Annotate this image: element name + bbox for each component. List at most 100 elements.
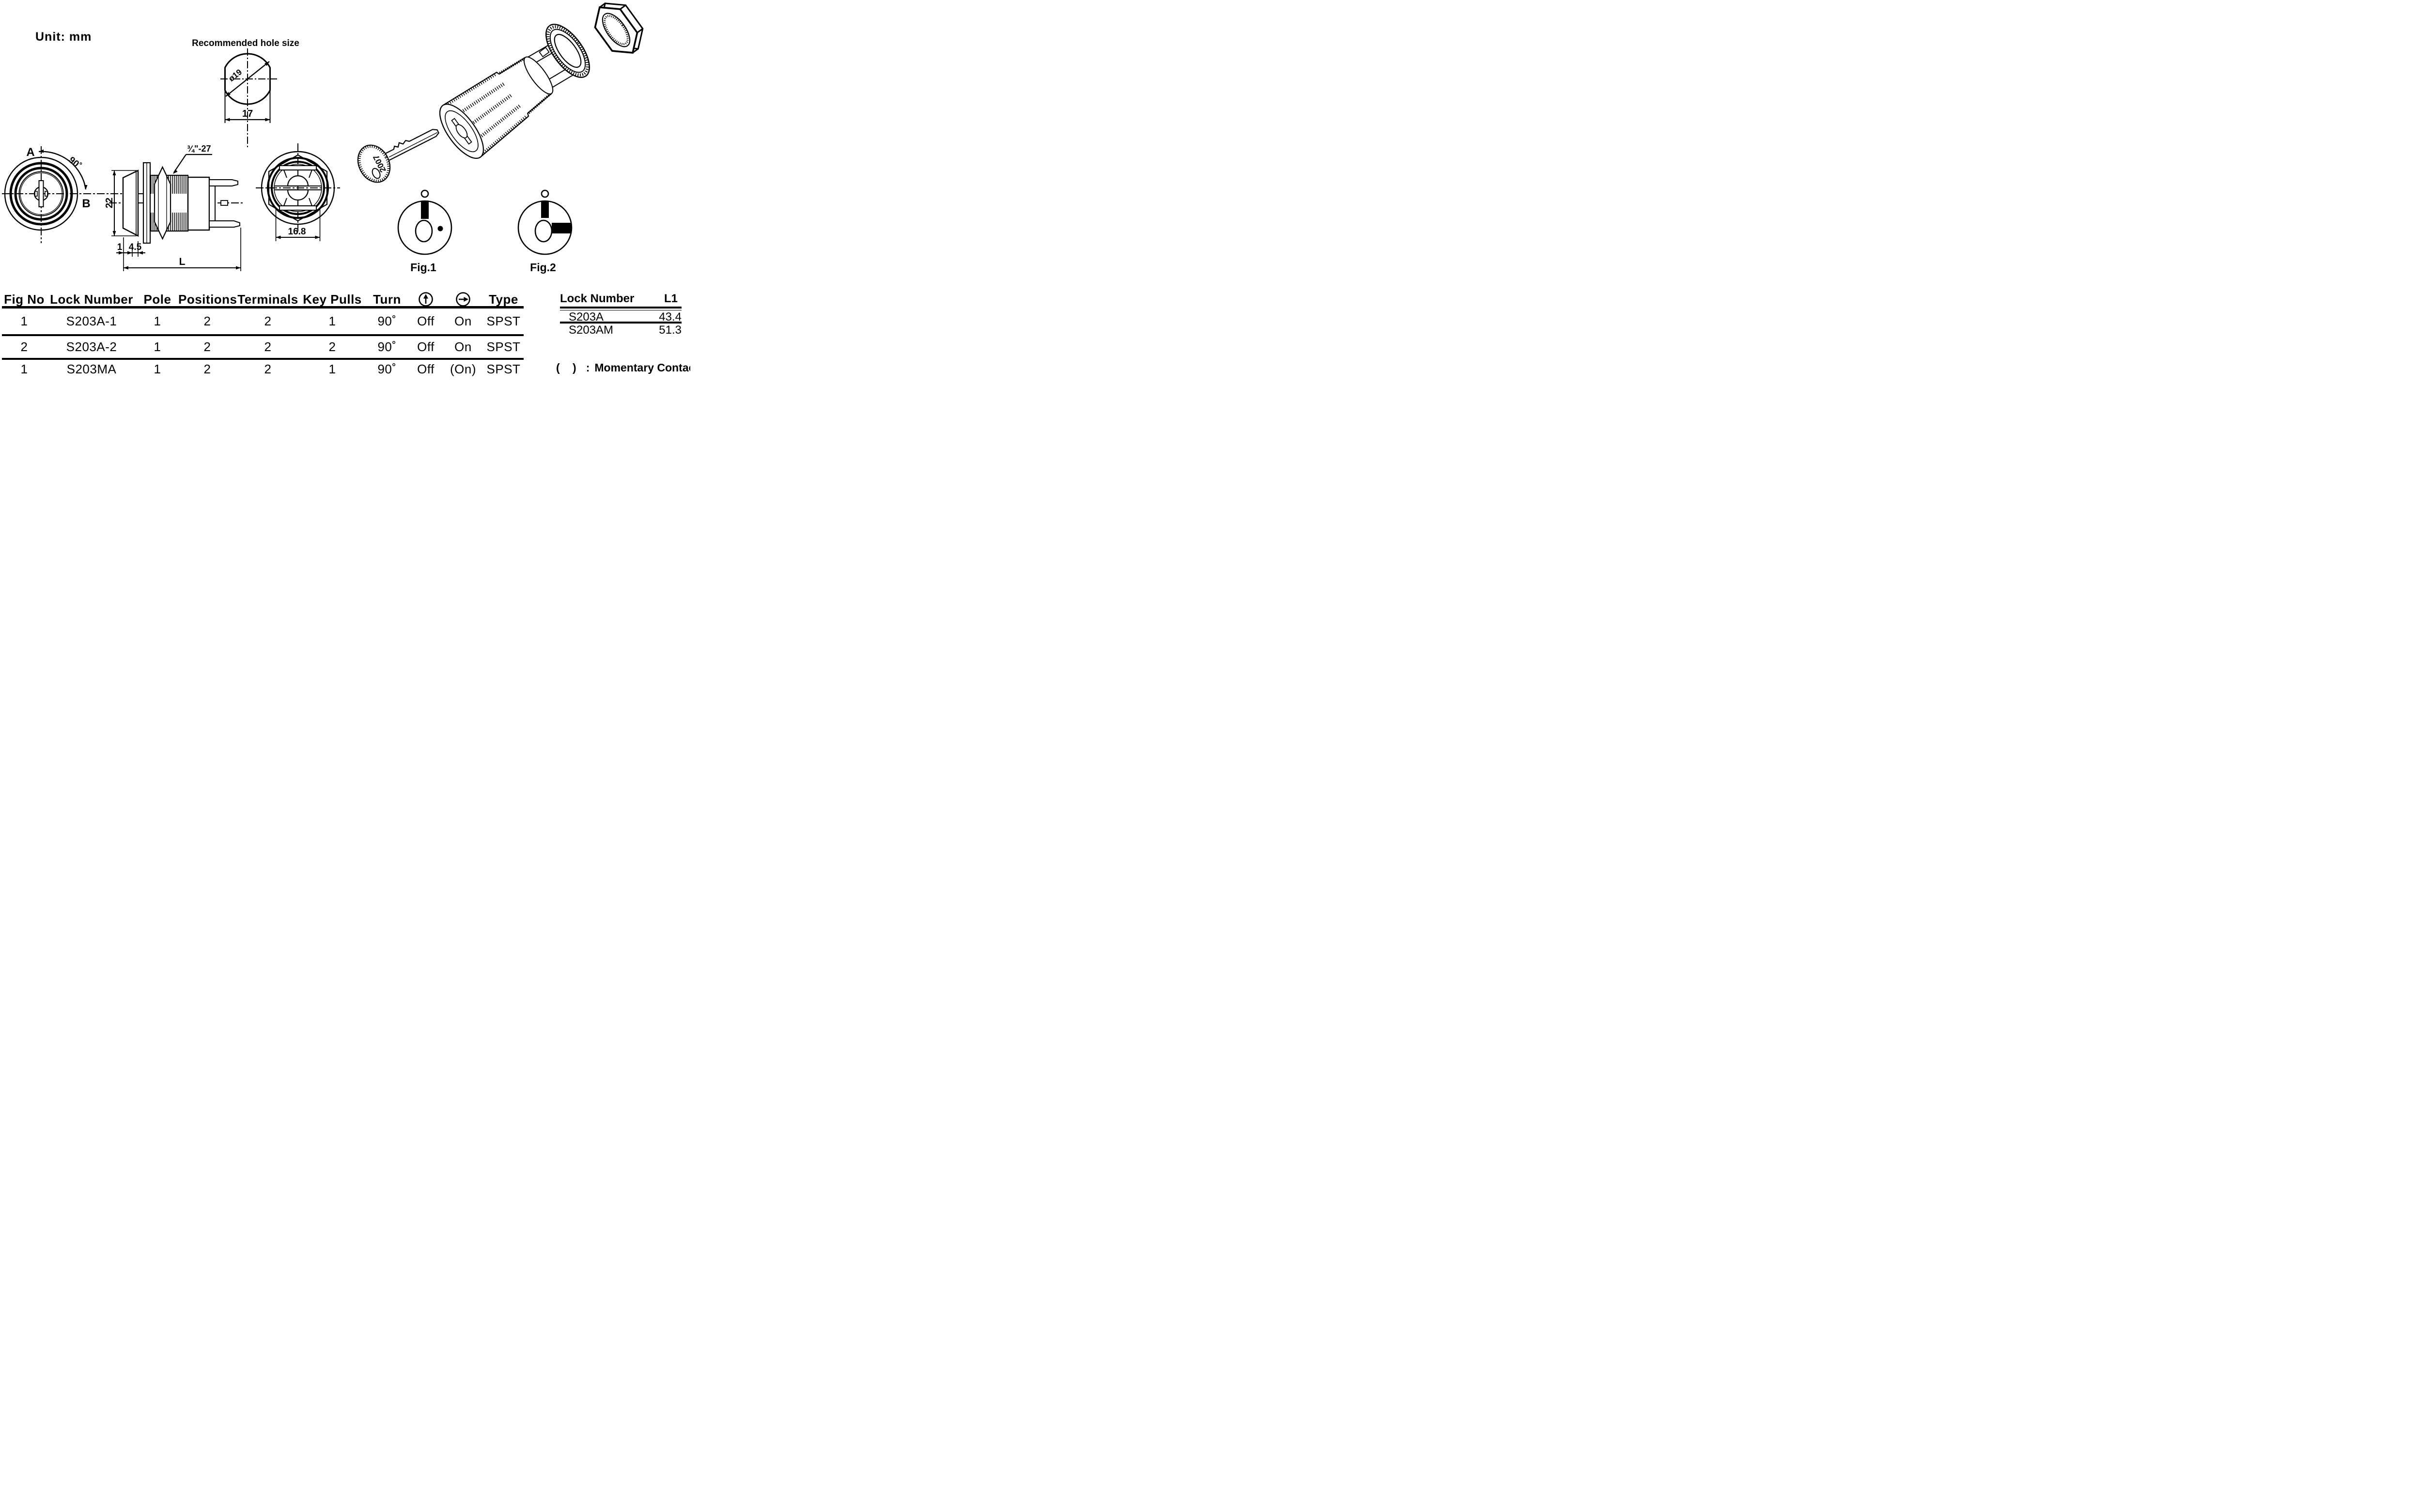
cell-positions: 2: [203, 361, 211, 376]
spec-table-row-1: 1 S203A-1 1 2 2 1 90˚ Off On SPST: [2, 309, 524, 334]
hole-diagram-title: Recommended hole size: [192, 38, 299, 48]
key-slot: [38, 180, 44, 207]
cell-type: SPST: [486, 314, 521, 328]
fig2-label: Fig.2: [530, 261, 556, 274]
cell-key-turned: On: [454, 314, 472, 328]
cell-fig-no: 2: [20, 339, 28, 354]
cell-lock-number: S203A: [569, 310, 604, 324]
hole-diameter-label: ø19: [227, 67, 244, 83]
hole-size-diagram: Recommended hole size ø19 17: [192, 38, 299, 148]
note-text: Momentary Contact: [594, 361, 690, 374]
note-parentheses: ( ): [556, 361, 581, 374]
table-rule: [2, 334, 524, 336]
fig1-label: Fig.1: [410, 261, 436, 274]
front-view-drawing: A B 90˚: [2, 146, 160, 243]
col-header-positions: Positions: [178, 292, 237, 307]
side-view-drawing: 22 1 4.5 L ¾"-27: [104, 144, 245, 271]
cell-type: SPST: [486, 361, 521, 376]
cylinder-thread: [499, 57, 527, 75]
cell-turn: 90˚: [377, 361, 397, 376]
position-a-label: A: [26, 146, 34, 159]
cell-key-pulls: 2: [328, 339, 336, 354]
key-blade: [383, 129, 439, 161]
table-rule: [2, 306, 524, 309]
hole-width-label: 17: [242, 108, 253, 119]
technical-drawing-canvas: Recommended hole size ø19 17: [2, 2, 644, 274]
cell-fig-no: 1: [20, 361, 28, 376]
unit-label: Unit: mm: [35, 30, 92, 44]
cell-turn: 90˚: [377, 339, 397, 354]
cell-terminals: 2: [264, 314, 272, 328]
hex-nut-drawing: [594, 2, 644, 54]
terminal-top: [209, 179, 238, 186]
diameter-22-label: 22: [104, 198, 115, 208]
width-168-label: 16.8: [288, 227, 306, 237]
key-ring-hole: [372, 168, 381, 179]
cell-lock-number: S203AM: [569, 324, 614, 337]
cell-l1: 43.4: [659, 310, 682, 324]
hex-nut-profile: [154, 166, 171, 240]
col-header-type: Type: [489, 292, 518, 307]
cell-lock-number: S203MA: [66, 361, 117, 376]
table-rule: [560, 309, 682, 310]
cell-l1: 51.3: [659, 324, 682, 337]
cell-terminals: 2: [264, 339, 272, 354]
cell-key-upright: Off: [417, 339, 435, 354]
length-col-l1: L1: [664, 292, 678, 305]
position-b-label: B: [82, 197, 90, 210]
spec-table-row-2: 2 S203A-2 1 2 2 2 90˚ Off On SPST: [2, 336, 524, 358]
bezel-profile: [122, 170, 139, 237]
key-drawing: 2007: [357, 129, 439, 183]
datasheet-page: Unit: mm Recommended hole size ø19 17: [0, 0, 690, 378]
col-header-fig-no: Fig No: [4, 292, 45, 307]
lip-1-label: 1: [117, 242, 123, 252]
fig1-on-position-dot: [437, 226, 443, 231]
fig2-off-position-bar: [541, 201, 549, 218]
cell-turn: 90˚: [377, 314, 397, 328]
table-rule: [560, 307, 682, 309]
cell-lock-number: S203A-2: [66, 339, 117, 354]
table-rule: [560, 322, 682, 324]
cell-pole: 1: [154, 339, 161, 354]
cell-key-pulls: 1: [328, 361, 336, 376]
fig2-diagram: Fig.2: [517, 189, 573, 274]
cell-pole: 1: [154, 361, 161, 376]
length-table-row-2: S203AM 51.3: [560, 324, 682, 337]
key-head-knurl: [358, 145, 390, 182]
rotation-arc: [38, 151, 87, 190]
cell-positions: 2: [203, 314, 211, 328]
cell-lock-number: S203A-1: [66, 314, 117, 328]
spec-table-row-3: 1 S203MA 1 2 2 1 90˚ Off (On) SPST: [2, 360, 524, 378]
rear-terminal-top: [279, 165, 317, 170]
panel-45-label: 4.5: [129, 242, 142, 252]
key-head: [357, 144, 391, 183]
table-rule: [2, 358, 524, 360]
center-pin: [220, 200, 228, 206]
terminal-bottom: [209, 220, 240, 228]
fig2-key-indicator: [541, 189, 549, 198]
hex-body-outline: [268, 154, 328, 222]
fig1-off-position-bar: [421, 201, 429, 219]
diameter-arrow: [225, 61, 270, 97]
col-header-key-pulls: Key Pulls: [303, 292, 362, 307]
fig1-diagram: Fig.1: [397, 189, 452, 274]
key-upright-icon: [409, 292, 443, 307]
cell-key-turned: On: [454, 339, 472, 354]
cell-key-upright: Off: [417, 314, 435, 328]
rear-terminal-bottom: [279, 205, 317, 211]
switch-body: [187, 176, 210, 231]
col-header-turn: Turn: [373, 292, 401, 307]
col-header-terminals: Terminals: [237, 292, 298, 307]
length-table-row-1: S203A 43.4: [560, 310, 682, 324]
bezel-outer-circle: [4, 156, 78, 231]
exploded-assembly-drawing: 2007: [357, 2, 644, 183]
thread-spec-label: ¾"-27: [187, 144, 211, 154]
cell-positions: 2: [203, 339, 211, 354]
cell-terminals: 2: [264, 361, 272, 376]
length-table-header-row: Lock Number L1: [560, 292, 682, 306]
cell-key-upright: Off: [417, 361, 435, 376]
momentary-contact-note: ( ) : Momentary Contact: [556, 360, 690, 375]
fig1-key-indicator: [420, 189, 429, 198]
col-header-pole: Pole: [143, 292, 171, 307]
cell-key-turned: (On): [450, 361, 476, 376]
